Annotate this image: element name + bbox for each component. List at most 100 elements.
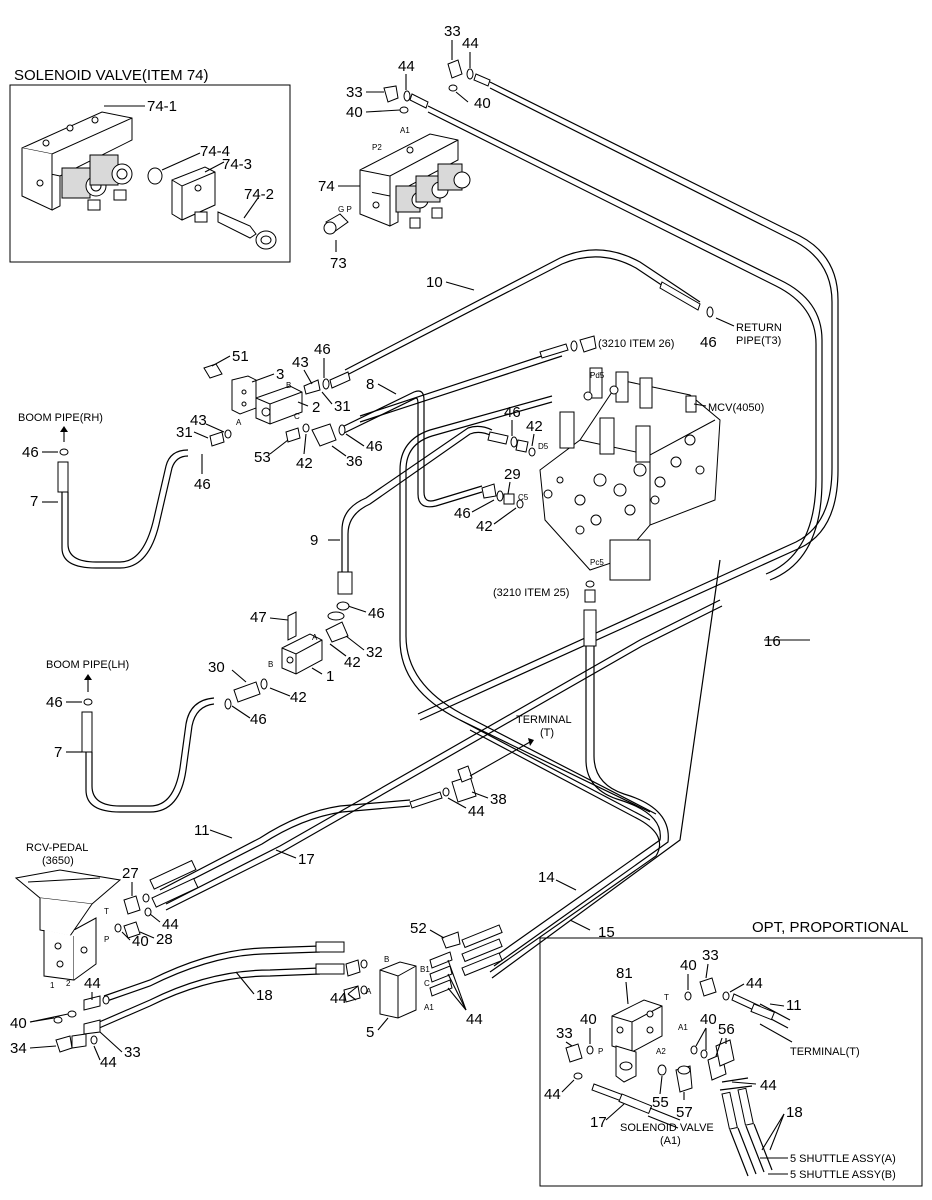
callout-56: 56 [718,1021,735,1038]
callout-40-pedal: 40 [132,933,149,950]
hose-9-edge [347,431,493,572]
callout-28: 28 [156,931,173,948]
block-1: A B [268,633,323,675]
label-shuttle-a: 5 SHUTTLE ASSY(A) [790,1153,896,1165]
label-boom-rh: BOOM PIPE(RH) [18,412,103,424]
opt-hose-stub [719,1077,753,1091]
opt-port-t: T [664,993,669,1002]
port-pc5: Pc5 [590,558,604,567]
callout-2: 2 [312,399,320,416]
block-2-3: B C A [231,375,303,427]
callout-18-main: 18 [256,987,273,1004]
opt-solenoid-valve-81: T A1 P A2 [598,993,688,1083]
callout-74-3: 74-3 [222,156,252,173]
main-control-valve: Pd5 D5 C5 Pc5 [518,367,721,581]
hose-18-upper-edge [103,951,321,1003]
callout-33-top: 33 [444,23,461,40]
port-gp: G P [338,205,352,214]
arrow-terminal-icon [528,738,534,746]
opt-hose-18 [729,1123,773,1177]
callout-46-right: 46 [366,438,383,455]
callout-18-opt: 18 [786,1104,803,1121]
port-a1-block: A1 [424,1003,434,1012]
hose-a1-line-edge [427,111,817,575]
port-b-upper: B [286,381,291,390]
callout-57: 57 [676,1104,693,1121]
callout-52: 52 [410,920,427,937]
port-2: 2 [66,979,71,988]
rcv-pedal: 1 2 T P [14,869,122,990]
hose-8 [339,390,483,502]
callout-7-rh: 7 [30,493,38,510]
callout-11-main: 11 [194,822,210,839]
port-b-block: B [384,955,389,964]
opt-inset-frame [539,937,923,1187]
callout-31-left: 31 [176,424,193,441]
callout-10: 10 [426,274,443,291]
opt-port-p: P [598,1047,603,1056]
callout-74-4: 74-4 [200,143,230,160]
callout-46-return: 46 [700,334,717,351]
callout-43-upper: 43 [292,354,309,371]
callout-44-opt-right: 44 [760,1077,777,1094]
callout-81: 81 [616,965,633,982]
label-terminal-opt: TERMINAL(T) [790,1046,860,1058]
solenoid-inset-title: SOLENOID VALVE(ITEM 74) [14,67,209,84]
hose-11 [159,799,411,891]
solenoid-valve-74: P2 A1 G P [338,126,471,229]
hose-16-edge [417,87,833,715]
callout-53: 53 [254,449,271,466]
port-b1-block: B1 [420,965,430,974]
hose-15 [469,729,661,973]
hose-8-edge [341,397,483,508]
arrow-up-icon [60,426,68,432]
label-return-pipe: PIPE(T3) [736,335,781,347]
hose-7-rh-edge [67,449,189,563]
callout-55: 55 [652,1094,669,1111]
label-mcv: MCV(4050) [708,402,764,414]
callout-42-upper: 42 [296,455,313,472]
callout-44-top: 44 [462,35,479,52]
callout-7-lh: 7 [54,744,62,761]
callout-17-main: 17 [298,851,315,868]
callout-46-boom-rh: 46 [22,444,39,461]
callout-8: 8 [366,376,374,393]
callout-36: 36 [346,453,363,470]
shuttle-block-5: B A B1 C A1 [366,955,434,1019]
port-d5: D5 [538,442,549,451]
callout-47: 47 [250,609,267,626]
hose-center-loop [399,395,651,821]
hose-7-lh [85,703,215,813]
callout-44-terminal: 44 [468,803,485,820]
orifice-74-2 [217,211,277,250]
hose-14 [489,646,661,961]
tee-fitting-38 [409,765,477,809]
callout-44-opt-left: 44 [544,1086,561,1103]
callout-40-right: 40 [474,95,491,112]
hose-18-lower [89,967,321,1027]
callout-9: 9 [310,532,318,549]
callout-33-opt-top: 33 [702,947,719,964]
callout-16: 16 [764,633,781,650]
opt-proportional-inset: OPT, PROPORTIONAL T A1 P A2 81 40 33 44 [539,919,923,1187]
callout-46-block1: 46 [368,605,385,622]
label-boom-lh: BOOM PIPE(LH) [46,659,129,671]
hose-17 [165,599,721,905]
port-a-upper: A [236,418,242,427]
callout-40-opt-left: 40 [580,1011,597,1028]
hose-a1-line [427,105,823,581]
callout-46-upper: 46 [314,341,331,358]
top-fittings [383,59,491,114]
hose-17-edge [165,605,723,911]
opt-inset-title: OPT, PROPORTIONAL [752,919,908,936]
hose-item26-edge [359,355,563,423]
hose-18-lower-edge [89,973,321,1033]
callout-46-lower: 46 [250,711,267,728]
callout-27: 27 [122,865,139,882]
callout-30: 30 [208,659,225,676]
callout-44-left: 44 [398,58,415,75]
callout-34: 34 [10,1040,27,1057]
label-item26: (3210 ITEM 26) [598,338,674,350]
